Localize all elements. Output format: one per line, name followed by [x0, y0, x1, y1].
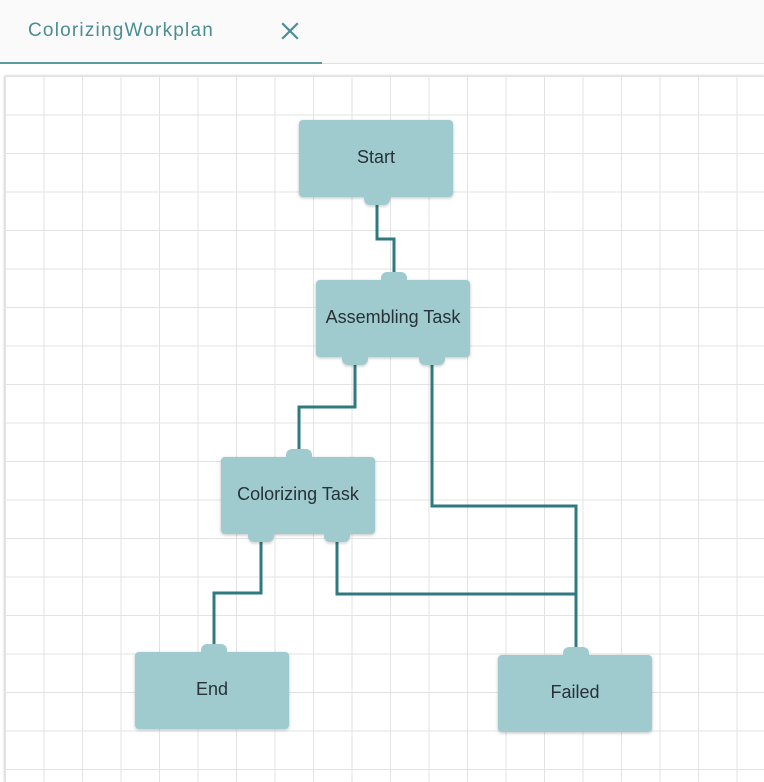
node-assembling-task[interactable]: Assembling Task: [316, 272, 470, 365]
node-label: Colorizing Task: [237, 484, 359, 504]
edge-assembling-to-colorizing[interactable]: [297, 358, 357, 457]
output-port-success[interactable]: [248, 534, 274, 542]
edge-layer: [212, 200, 578, 655]
output-port[interactable]: [364, 197, 390, 205]
node-colorizing-task[interactable]: Colorizing Task: [221, 449, 375, 542]
output-port-success[interactable]: [342, 357, 368, 365]
input-port[interactable]: [381, 272, 407, 280]
tab-bar: ColorizingWorkplan: [0, 0, 764, 64]
output-port-failure[interactable]: [324, 534, 350, 542]
node-failed[interactable]: Failed: [498, 647, 652, 732]
node-end[interactable]: End: [135, 644, 289, 729]
tab-colorizing-workplan[interactable]: ColorizingWorkplan: [0, 0, 322, 64]
edge-start-to-assembling[interactable]: [375, 200, 396, 280]
tab-title: ColorizingWorkplan: [28, 20, 214, 41]
node-label: End: [195, 679, 229, 699]
input-port[interactable]: [286, 449, 312, 457]
edge-colorizing-to-end[interactable]: [212, 535, 263, 652]
input-port[interactable]: [201, 644, 227, 652]
node-label: Assembling Task: [325, 307, 461, 327]
workplan-canvas[interactable]: Start Assembling Task Colorizing Task En…: [5, 76, 764, 782]
output-port-failure[interactable]: [419, 357, 445, 365]
node-label: Failed: [550, 682, 600, 702]
node-start[interactable]: Start: [299, 120, 453, 205]
edge-colorizing-to-failed[interactable]: [335, 535, 578, 655]
edge-assembling-to-failed[interactable]: [430, 358, 578, 655]
close-icon[interactable]: [278, 19, 302, 43]
node-label: Start: [356, 147, 395, 167]
input-port[interactable]: [563, 647, 589, 655]
